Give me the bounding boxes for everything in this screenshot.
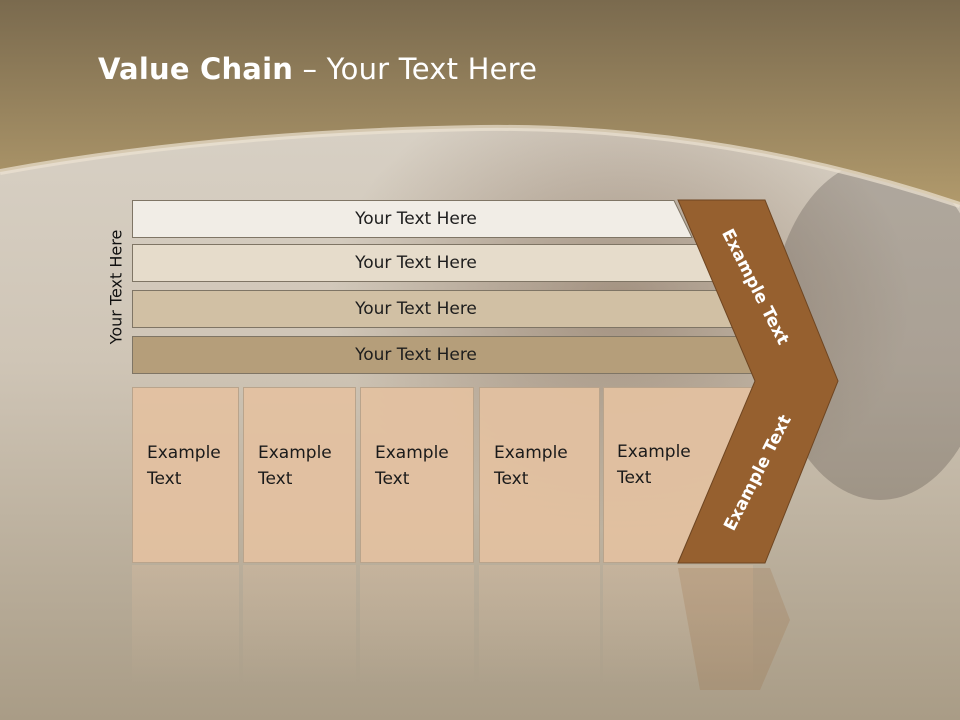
primary-card-line2: Text [617, 468, 652, 488]
page-title: Value Chain – Your Text Here [98, 52, 537, 86]
title-rest: – Your Text Here [293, 52, 538, 86]
primary-card-line1: Example [258, 443, 332, 463]
primary-card-line1: Example [494, 443, 568, 463]
primary-card-reflection [360, 565, 474, 685]
primary-card-reflection [132, 565, 239, 685]
title-bold: Value Chain [98, 52, 294, 86]
support-bar-4: Your Text Here [132, 336, 763, 374]
primary-card-line2: Text [375, 469, 410, 489]
side-label: Your Text Here [106, 229, 126, 345]
primary-card-line2: Text [147, 469, 182, 489]
support-bar-label: Your Text Here [355, 253, 477, 273]
primary-card-reflection [243, 565, 356, 685]
header-band [0, 0, 960, 205]
support-bar-2: Your Text Here [132, 244, 716, 282]
primary-card-reflection [479, 565, 600, 685]
primary-card-line1: Example [375, 443, 449, 463]
support-bar-label: Your Text Here [355, 299, 477, 319]
support-bar-1: Your Text Here [132, 200, 693, 238]
header-arc [0, 124, 960, 208]
support-bar-3: Your Text Here [132, 290, 739, 328]
support-bar-label: Your Text Here [355, 209, 477, 229]
primary-card-reflection [603, 565, 753, 685]
primary-card-line1: Example [617, 442, 691, 462]
primary-card-line1: Example [147, 443, 221, 463]
support-bar-label: Your Text Here [355, 345, 477, 365]
primary-card-line2: Text [494, 469, 529, 489]
primary-card-line2: Text [258, 469, 293, 489]
